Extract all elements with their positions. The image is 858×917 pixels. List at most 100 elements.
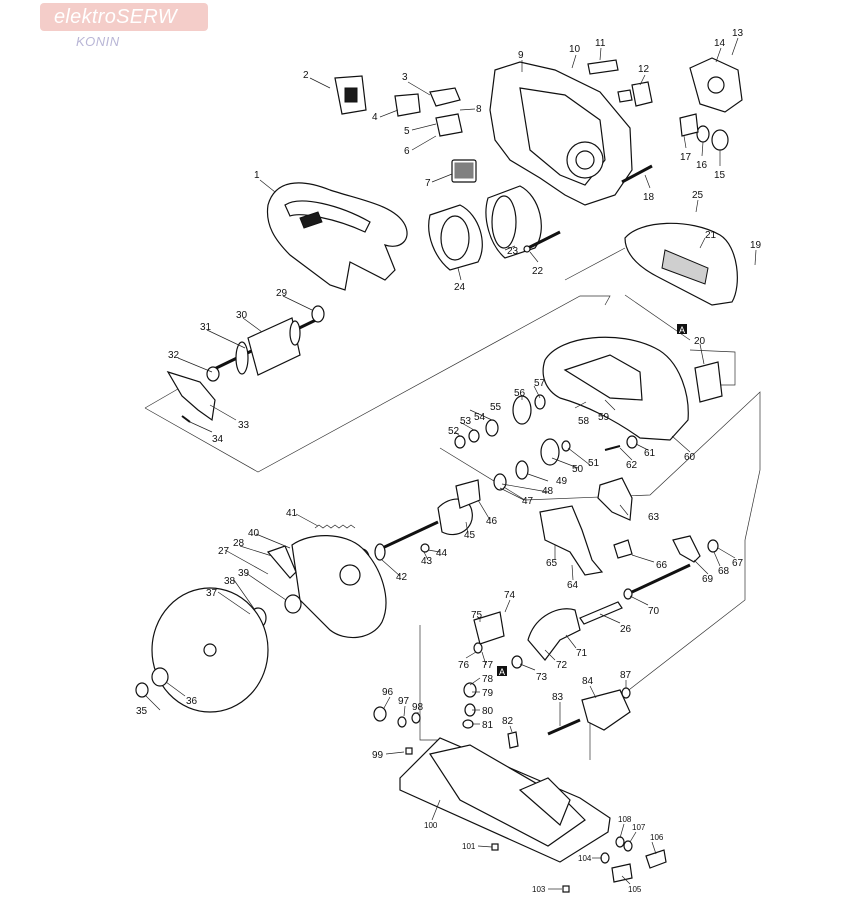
label-p12: 12 — [638, 64, 650, 75]
part-spindle-assembly — [354, 498, 473, 568]
part-gear-housing-60 — [542, 336, 689, 441]
svg-text:A: A — [499, 667, 505, 677]
part-motor-housing — [489, 61, 633, 206]
part-number-labels: 1 2 3 4 5 6 7 8 9 10 11 12 13 14 15 16 1… — [136, 28, 762, 894]
part-lever-69 — [672, 535, 719, 563]
label-p48: 48 — [542, 486, 554, 497]
part-small-61-62 — [604, 435, 638, 451]
label-p68: 68 — [718, 566, 730, 577]
label-p49: 49 — [556, 476, 568, 487]
label-p57: 57 — [534, 378, 546, 389]
label-p23: 23 — [507, 246, 519, 257]
label-p73: 73 — [536, 672, 548, 683]
part-field-23 — [485, 185, 542, 259]
label-p20: 20 — [694, 336, 706, 347]
svg-text:A: A — [679, 325, 685, 335]
part-base-100 — [399, 737, 611, 863]
label-p18: 18 — [643, 192, 655, 203]
label-p44: 44 — [436, 548, 448, 559]
label-p36: 36 — [186, 696, 198, 707]
label-p38: 38 — [224, 576, 236, 587]
part-switch-trigger — [394, 87, 463, 137]
label-p106: 106 — [650, 833, 664, 842]
label-p64: 64 — [567, 580, 579, 591]
part-bolt-35 — [135, 682, 149, 698]
label-p69: 69 — [702, 574, 714, 585]
label-p70: 70 — [648, 606, 660, 617]
label-p97: 97 — [398, 696, 410, 707]
label-p96: 96 — [382, 687, 394, 698]
label-p3: 3 — [402, 72, 408, 83]
label-p26: 26 — [620, 624, 632, 635]
part-bracket-84 — [547, 689, 631, 736]
part-cover-14 — [689, 57, 743, 113]
part-screw-34 — [181, 415, 191, 423]
part-label-11 — [587, 59, 619, 75]
part-small-101-108 — [491, 836, 667, 893]
label-p79: 79 — [482, 688, 494, 699]
label-p7: 7 — [425, 178, 431, 189]
label-p99: 99 — [372, 750, 384, 761]
label-p72: 72 — [556, 660, 568, 671]
part-bracket-75 — [473, 611, 505, 645]
label-p58: 58 — [578, 416, 590, 427]
label-p43: 43 — [421, 556, 433, 567]
label-p24: 24 — [454, 282, 466, 293]
part-lower-guard-40 — [291, 535, 387, 639]
label-p81: 81 — [482, 720, 494, 731]
label-p21: 21 — [705, 230, 717, 241]
label-p78: 78 — [482, 674, 494, 685]
label-p100: 100 — [424, 821, 438, 830]
logo-city: KONIN — [76, 34, 120, 49]
part-riving-knife-64 — [539, 505, 604, 576]
part-depth-guide-72 — [527, 608, 581, 661]
label-p60: 60 — [684, 452, 696, 463]
label-p62: 62 — [626, 460, 638, 471]
label-p2: 2 — [303, 70, 309, 81]
label-p80: 80 — [482, 706, 494, 717]
label-p107: 107 — [632, 823, 646, 832]
label-p50: 50 — [572, 464, 584, 475]
label-p4: 4 — [372, 112, 378, 123]
label-p82: 82 — [502, 716, 514, 727]
part-small-96-99 — [373, 706, 421, 755]
label-p65: 65 — [546, 558, 558, 569]
label-p104: 104 — [578, 854, 592, 863]
label-p59: 59 — [598, 412, 610, 423]
label-p27: 27 — [218, 546, 230, 557]
part-spring-41 — [314, 524, 356, 529]
marker-a-lower: A — [497, 666, 507, 677]
label-p76: 76 — [458, 660, 470, 671]
label-p71: 71 — [576, 648, 588, 659]
label-p15: 15 — [714, 170, 726, 181]
label-p53: 53 — [460, 416, 472, 427]
label-p51: 51 — [588, 458, 600, 469]
label-p54: 54 — [474, 412, 486, 423]
label-p5: 5 — [404, 126, 410, 137]
part-knob-66 — [613, 539, 633, 559]
logo-background — [40, 3, 208, 31]
label-p105: 105 — [628, 885, 642, 894]
label-p31: 31 — [200, 322, 212, 333]
part-gear-train — [454, 394, 571, 491]
label-p16: 16 — [696, 160, 708, 171]
label-p45: 45 — [464, 530, 476, 541]
label-p29: 29 — [276, 288, 288, 299]
label-p9: 9 — [518, 50, 524, 61]
brand-logo: elektroSERW KONIN — [40, 3, 210, 49]
label-p56: 56 — [514, 388, 526, 399]
label-p8: 8 — [476, 104, 482, 115]
part-lever-28 — [266, 545, 297, 579]
label-p47: 47 — [522, 496, 534, 507]
label-p28: 28 — [233, 538, 245, 549]
label-p87: 87 — [620, 670, 632, 681]
label-p61: 61 — [644, 448, 656, 459]
part-switch-unit — [334, 75, 367, 115]
label-p14: 14 — [714, 38, 726, 49]
part-bracket-20 — [694, 361, 723, 403]
label-p77: 77 — [482, 660, 494, 671]
label-p52: 52 — [448, 426, 460, 437]
part-shaft-26 — [579, 601, 623, 625]
part-spindle-lock-46 — [455, 479, 481, 509]
